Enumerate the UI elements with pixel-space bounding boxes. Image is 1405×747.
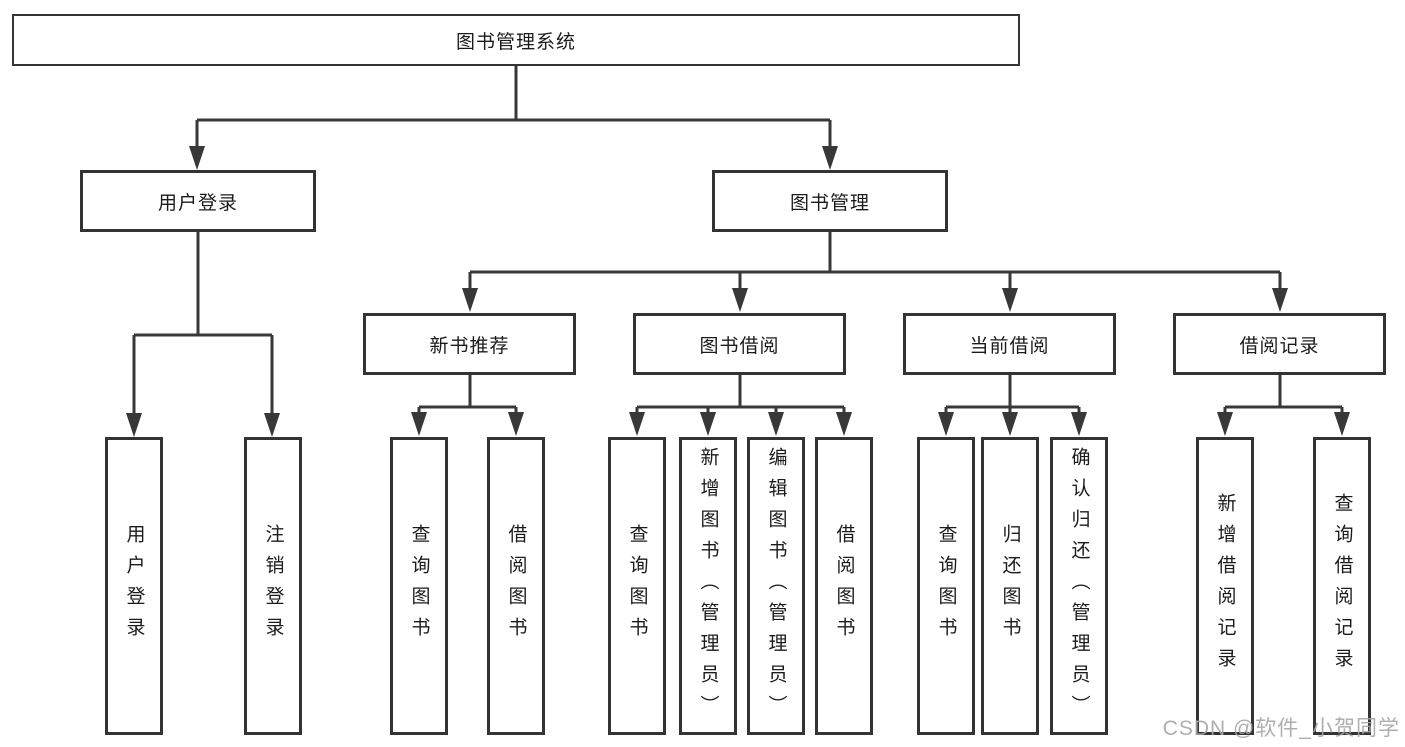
arrowhead-icon [1334, 412, 1350, 436]
watermark: CSDN @软件_小贺同学 [1162, 717, 1400, 740]
connector-user-login-children [132, 232, 274, 413]
leaf-search-borrow-record: 查询借阅记录 [1313, 437, 1371, 735]
arrowhead-icon [768, 412, 784, 436]
leaf-user-login: 用户登录 [105, 437, 163, 735]
node-book-management: 图书管理 [712, 170, 948, 232]
node-user-login: 用户登录 [80, 170, 316, 232]
arrowhead-icon [732, 288, 748, 312]
node-new-book-recommendation: 新书推荐 [363, 313, 576, 375]
leaf-borrow-books: 借阅图书 [487, 437, 545, 735]
arrowhead-icon [462, 288, 478, 312]
node-borrowing-records: 借阅记录 [1173, 313, 1386, 375]
node-book-borrowing: 图书借阅 [633, 313, 846, 375]
arrowhead-icon [629, 412, 645, 436]
connector-current-borrowing-children [944, 375, 1081, 414]
leaf-add-borrow-record: 新增借阅记录 [1196, 437, 1254, 735]
arrowhead-icon [938, 412, 954, 436]
connector-root-to-level2 [195, 66, 832, 148]
arrowhead-icon [836, 412, 852, 436]
connector-new-book-children [417, 375, 518, 414]
arrowhead-icon [1071, 412, 1087, 436]
node-current-borrowing: 当前借阅 [903, 313, 1116, 375]
arrowhead-icon [264, 413, 280, 437]
arrowhead-icon [700, 412, 716, 436]
leaf-add-books-admin: 新增图书（管理员） [679, 437, 737, 735]
leaf-return-books: 归还图书 [981, 437, 1039, 735]
leaf-borrow-books: 借阅图书 [815, 437, 873, 735]
leaf-search-books: 查询图书 [390, 437, 448, 735]
arrowhead-icon [508, 412, 524, 436]
arrowheads [126, 146, 1350, 437]
connector-borrowing-records-children [1223, 375, 1344, 414]
arrowhead-icon [411, 412, 427, 436]
arrowhead-icon [189, 146, 205, 170]
leaf-edit-books-admin: 编辑图书（管理员） [747, 437, 805, 735]
arrowhead-icon [822, 146, 838, 170]
leaf-search-books: 查询图书 [608, 437, 666, 735]
arrowhead-icon [1272, 288, 1288, 312]
arrowhead-icon [1217, 412, 1233, 436]
leaf-logout: 注销登录 [244, 437, 302, 735]
arrowhead-icon [1002, 412, 1018, 436]
leaf-search-books: 查询图书 [917, 437, 975, 735]
leaf-confirm-return-admin: 确认归还（管理员） [1050, 437, 1108, 735]
arrowhead-icon [126, 413, 142, 437]
connector-book-borrowing-children [635, 375, 846, 414]
node-library-management-system: 图书管理系统 [12, 14, 1020, 66]
connector-book-management-children [468, 232, 1282, 290]
arrowhead-icon [1002, 288, 1018, 312]
